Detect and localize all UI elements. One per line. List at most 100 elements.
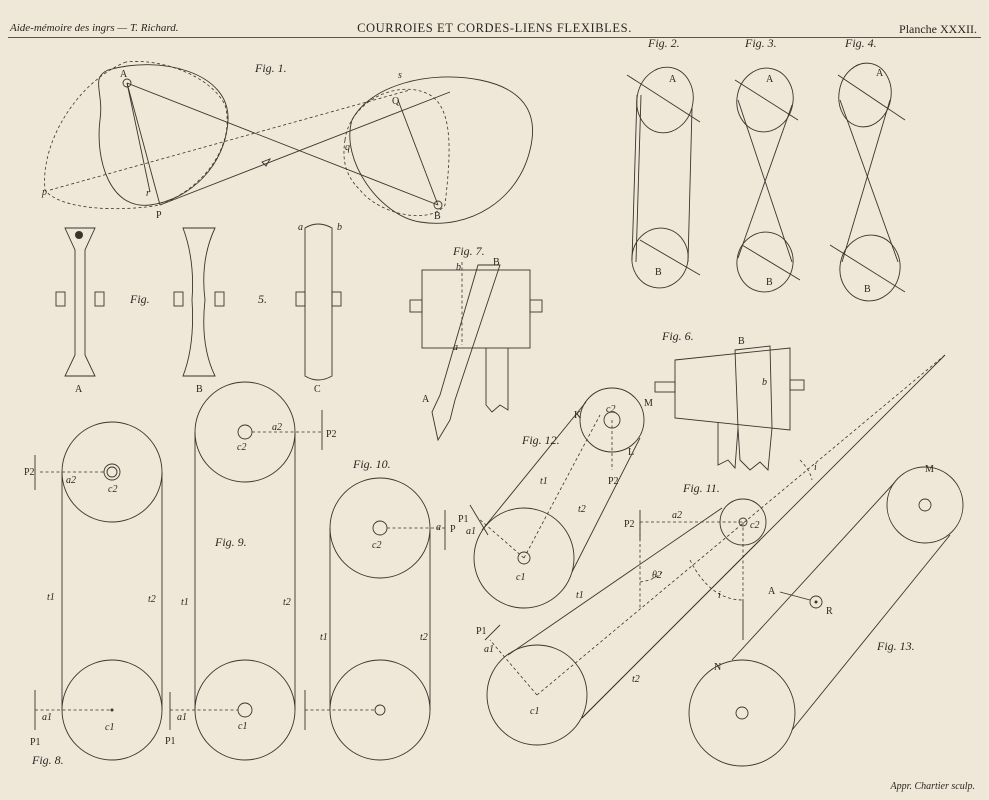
fig9-label-a1: a1 [177,712,187,723]
figure-6: Fig. 6. B b [654,329,805,471]
fig5-rope [75,231,83,239]
fig7-belt [431,264,501,442]
fig2-belt-left-2 [635,94,642,263]
fig10-label-t2: t2 [420,632,428,643]
fig5-hub-b-left [173,291,184,307]
fig12-caption: Fig. 12. [521,433,560,447]
fig1-radius-a [126,82,161,206]
header-rule [8,37,981,38]
fig7-hub-left [409,299,423,313]
fig11-label-i: i [718,590,721,601]
fig11-angle-i [689,559,744,601]
fig8-hub-bottom [110,708,114,712]
fig11-label-p1: P1 [476,626,487,637]
fig11-apex-arc [799,459,813,481]
fig5-caption-b: 5. [258,292,267,306]
fig1-axis-b [433,200,443,210]
fig8-label-p1: P1 [30,737,41,748]
fig11-label-t1: t1 [576,590,584,601]
fig7-label-a-small: a [453,342,458,353]
fig1-label-p: P [156,210,162,221]
fig3-label-a: A [766,74,774,85]
fig2-belt-left [631,94,638,261]
fig8-label-p2: P2 [24,467,35,478]
fig5-caption-a: Fig. [129,292,150,306]
fig5-hub-b-right [214,291,225,307]
fig5-hub-c-left [295,291,306,307]
fig1-cam-b [349,76,533,224]
fig13-belt-left [731,481,896,661]
fig9-label-p2: P2 [326,429,337,440]
fig13-pulley-m [886,466,964,544]
engraver-credit: Appr. Chartier sculp. [890,781,975,792]
fig11-caption: Fig. 11. [682,481,720,495]
figure-13: M N A R Fig. 13. [688,464,964,767]
fig12-belt-2 [571,437,641,573]
fig13-pulley-n [688,659,796,767]
fig12-hub-large [517,551,531,565]
fig1-arrow [261,158,272,167]
fig5-pulley-b [182,227,216,377]
fig10-label-c2: c2 [372,540,381,551]
fig1-caption: Fig. 1. [254,61,287,75]
fig2-belt-right [687,107,693,263]
fig12-arm-1 [477,517,525,559]
fig13-hub-m [918,498,932,512]
fig12-label-m: M [644,398,653,409]
fig12-label-p2: P2 [608,476,619,487]
figure-11: Fig. 11. P2 a2 c2 θ2 i t1 t2 P1 [476,354,946,746]
fig5-label-b: B [196,384,203,395]
fig7-belt-lower [485,348,509,413]
fig11-label-c1: c1 [530,706,539,717]
fig1-label-b: B [434,211,441,222]
fig1-cam-b-dashed [343,88,450,217]
fig12-belt-1 [481,401,587,531]
fig1-label-q-small: q [345,142,350,153]
fig8-label-c2: c2 [108,484,117,495]
fig11-center-line [536,354,946,696]
fig3-shaft-top [734,79,799,121]
fig13-guide-line [779,591,811,601]
fig6-belt-lower [717,422,739,470]
fig4-label-a: A [876,68,884,79]
fig11-label-c2: c2 [750,520,759,531]
fig5-label-c: C [314,384,321,395]
fig4-pulley-bottom [839,234,901,302]
fig11-label-p2: P2 [624,519,635,530]
fig11-label-a2: a2 [672,510,682,521]
fig11-label-theta2: θ2 [652,570,662,581]
fig9-hub-bottom [237,702,253,718]
fig9-caption: Fig. 9. [214,535,247,549]
fig11-pulley-large [486,644,588,746]
fig8-label-t2: t2 [148,594,156,605]
fig1-radius-b [397,99,439,206]
fig11-label-i-apex: i [814,462,817,473]
fig12-label-c1: c1 [516,572,525,583]
fig8-hub-top-inner [106,466,118,478]
fig4-pulley-top [838,62,892,128]
fig4-belt-cross-2 [841,99,891,263]
fig12-center-line [523,414,601,559]
fig11-angle-theta [639,571,663,583]
fig11-force-1 [484,624,501,641]
fig13-guide-r [809,595,823,609]
fig1-belt-upper [159,91,451,206]
plate-title: COURROIES ET CORDES-LIENS FLEXIBLES. [357,21,632,35]
fig5-label-a-small: a [298,222,303,233]
fig1-cam-a [98,64,229,206]
fig10-hub-bottom [374,704,386,716]
fig12-label-p1: P1 [458,514,469,525]
fig7-caption: Fig. 7. [452,244,485,258]
fig4-label-b: B [864,284,871,295]
fig8-label-a1: a1 [42,712,52,723]
fig8-label-a2: a2 [66,475,76,486]
fig2-shaft-bottom [639,239,701,276]
fig5-hub-c-right [331,291,342,307]
fig1-center-line [126,82,439,206]
fig9-hub-top [237,424,253,440]
fig13-label-n: N [714,662,721,673]
fig5-pulley-c [304,223,333,381]
fig10-label-p: P [450,524,456,535]
figure-3: Fig. 3. A B [734,36,801,293]
